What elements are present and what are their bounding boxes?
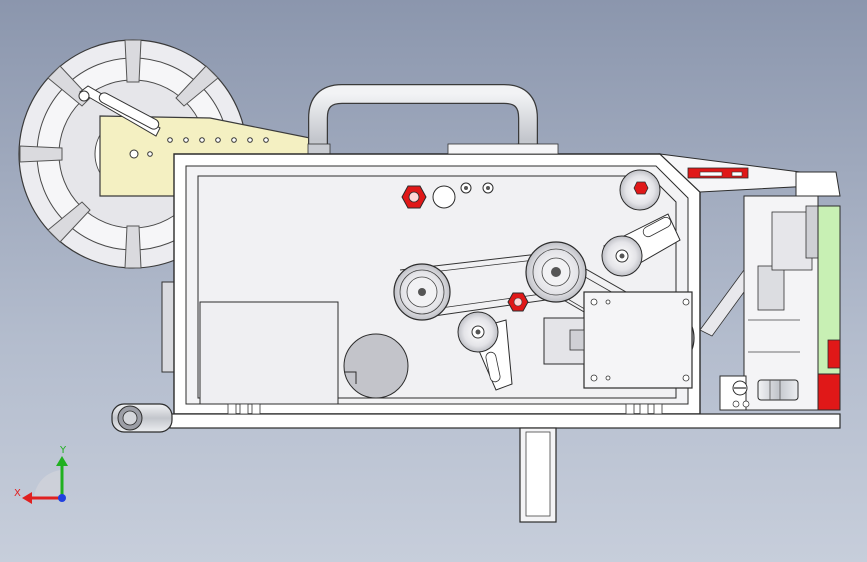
idler-arm-upper [601,213,681,277]
top-fixtures [401,143,559,209]
base-rail [169,413,841,523]
pulley-center [525,241,587,303]
pulley-left [393,263,451,321]
triad-x-label: X [14,488,21,499]
axis-triad [22,456,68,504]
motor-plate [543,291,693,389]
triad-y-label: Y [59,445,67,456]
roller-top-right [619,169,661,211]
base-screws [227,403,663,415]
idler-arm-lower [457,311,513,391]
roller-knob[interactable] [111,403,173,433]
red-hex-nut [507,292,529,312]
right-mechanism [687,167,841,411]
